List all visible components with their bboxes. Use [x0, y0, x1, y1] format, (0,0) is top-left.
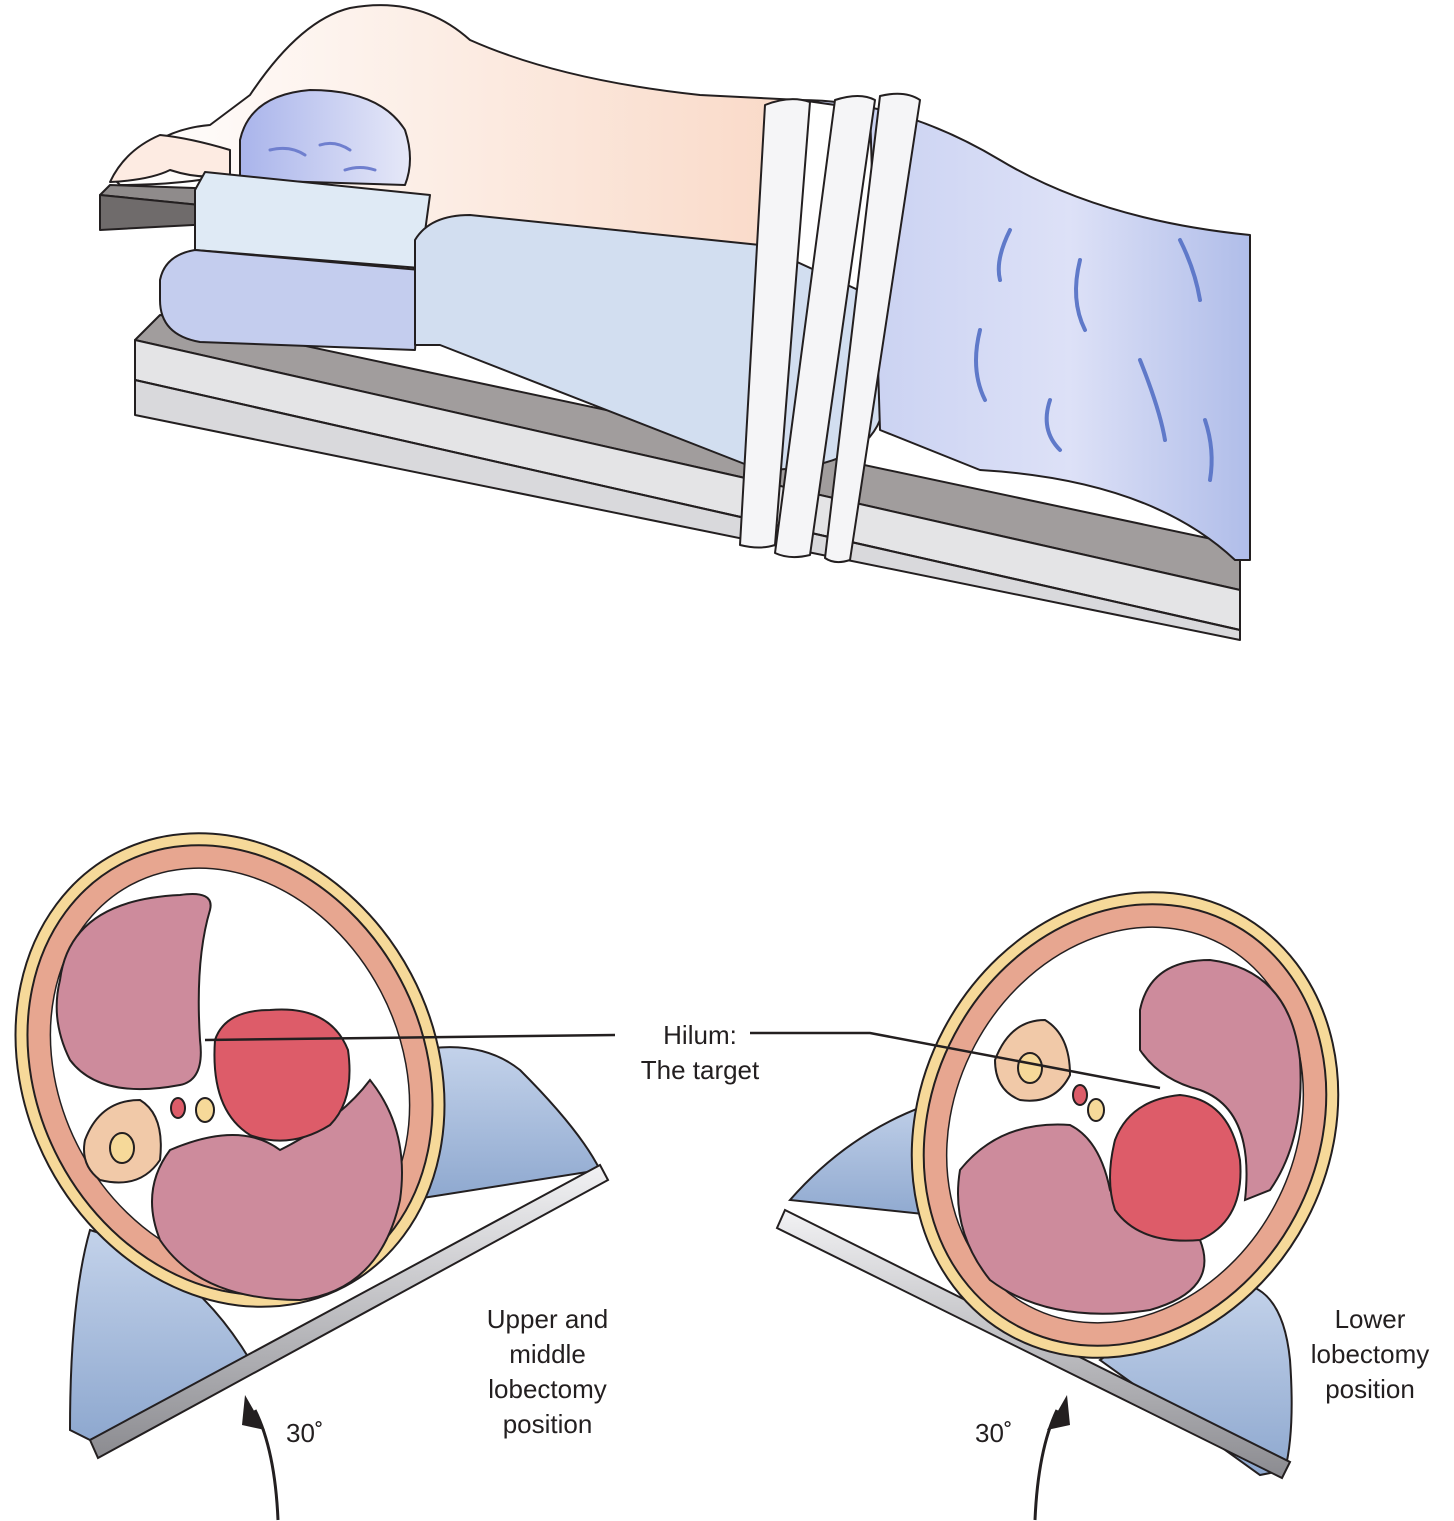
- patient-hand: [109, 134, 231, 183]
- cap-folds: [268, 141, 377, 172]
- axial-chest-section-left: [14, 832, 610, 1460]
- caption-line: middle: [509, 1339, 586, 1369]
- operating-table: [134, 314, 1241, 641]
- hilum-callout-label: Hilum: The target: [585, 1018, 815, 1088]
- hilum-leader-lines: [204, 1031, 1161, 1090]
- body-drape: [799, 99, 1251, 561]
- angle-label-right: 30˚: [975, 1418, 1013, 1448]
- curved-arrow-icon: [253, 1409, 1059, 1521]
- patient-lateral-decubitus-illustration: [99, 4, 1251, 641]
- caption-line: Upper and: [486, 1304, 609, 1334]
- hilum-line-1: Hilum:: [663, 1020, 737, 1050]
- heart-left: [213, 1008, 351, 1142]
- heart-right: [1109, 1093, 1242, 1242]
- lung-upper-left: [55, 893, 212, 1091]
- spine-right: [993, 1018, 1105, 1122]
- caption-line: position: [502, 1409, 593, 1439]
- caption-line: lobectomy: [488, 1374, 607, 1404]
- lung-lower-right: [957, 1123, 1206, 1315]
- spine-left: [83, 1097, 215, 1184]
- restraint-tapes: [739, 92, 921, 564]
- caption-line: position: [1325, 1374, 1415, 1404]
- arrowheads: [242, 1395, 1070, 1430]
- axial-chest-section-right: [775, 891, 1340, 1480]
- table-bar-left: [88, 1163, 610, 1460]
- surgical-cap: [239, 89, 411, 186]
- upper-middle-lobectomy-caption: Upper and middle lobectomy position: [440, 1302, 655, 1442]
- caption-line: lobectomy: [1310, 1339, 1430, 1369]
- drape-folds: [974, 228, 1214, 482]
- hilum-line-2: The target: [640, 1055, 760, 1085]
- caption-line: Lower: [1334, 1304, 1406, 1334]
- lower-lobectomy-caption: Lower lobectomy position: [1290, 1302, 1450, 1407]
- lung-upper-right: [1139, 958, 1302, 1202]
- head-pad: [159, 249, 421, 351]
- lung-lower-left: [151, 1078, 403, 1302]
- angle-label-left: 30˚: [286, 1418, 324, 1448]
